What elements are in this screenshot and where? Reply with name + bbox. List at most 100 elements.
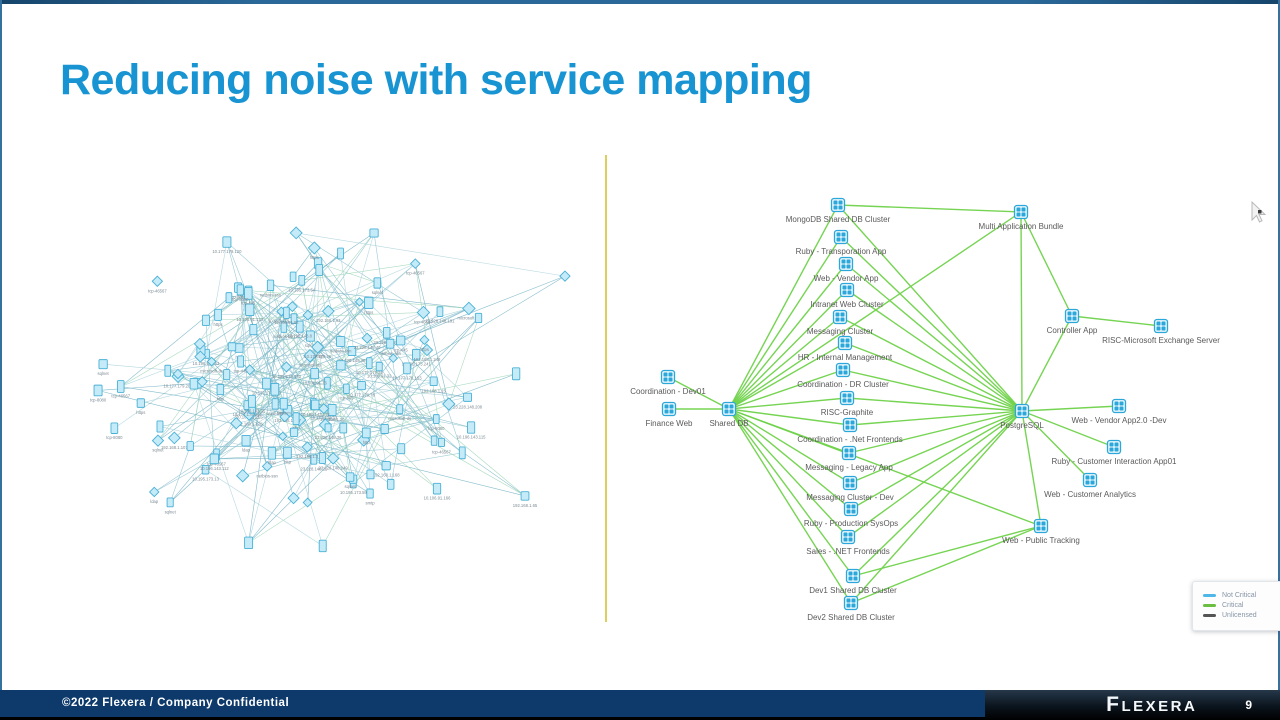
node-label: 192.168.1.15 [421,388,446,393]
network-node [279,411,291,423]
service-node-riscExchange[interactable]: RISC-Microsoft Exchange Server [1102,318,1220,346]
service-node-sharedDB[interactable]: Shared DB [709,401,749,429]
network-node [336,360,346,371]
network-node [420,343,434,357]
service-node-dev1[interactable]: Dev1 Shared DB Cluster [809,568,897,596]
network-edge [373,232,401,410]
service-edge-postgres-coordNet [849,410,1023,426]
service-node-postgres[interactable]: PostgreSQL [1000,403,1044,431]
service-node-webVendor2[interactable]: Web - Vendor App2.0 -Dev [1071,398,1167,426]
network-edge [240,289,342,366]
legend-dash-icon [1203,604,1216,607]
node-label: tcp-8080 [106,435,123,440]
service-node-coordDev01[interactable]: Coordination - Dev01 [630,369,706,397]
cluster-icon [838,256,854,272]
network-node [321,304,335,318]
network-edge [317,262,351,478]
network-node [241,434,251,447]
service-node-label: Web - Public Tracking [1002,536,1080,545]
node-label: https [213,322,222,327]
network-node [366,357,373,370]
service-node-msgCluster[interactable]: Messaging Cluster [807,309,874,337]
network-node [409,258,421,270]
service-node-riscGraphite[interactable]: RISC-Graphite [821,390,874,418]
node-label: 23.228.148.40 [354,345,381,350]
service-node-label: Controller App [1047,326,1098,335]
cluster-icon [660,369,676,385]
network-edge [307,232,375,316]
service-node-rubyTrans[interactable]: Ruby - Transporation App [796,229,887,257]
network-node [280,321,288,333]
service-edge-postgres-webVendor [845,263,1023,412]
service-node-coordNet[interactable]: Coordination - .Net Frontends [797,417,903,445]
node-label: smtp [365,501,375,506]
service-edge-sharedDB-dev2 [728,408,852,604]
slide-border-top [0,0,1280,4]
flexera-logo: Flexera [1106,693,1198,716]
network-node [357,381,366,391]
node-label: https [310,255,319,260]
service-node-multiApp[interactable]: Multi Application Bundle [979,204,1064,232]
node-label: 10.196.143.53 [192,361,219,366]
network-node [194,350,207,363]
network-edge [249,414,437,420]
network-node [302,309,314,321]
node-label: http [217,397,225,402]
node-label: tcp-445 [339,396,354,401]
service-node-msgClusterDev[interactable]: Messaging Cluster - Dev [806,475,894,503]
service-node-label: Dev2 Shared DB Cluster [807,613,895,622]
service-node-msgLegacy[interactable]: Messaging - Legacy App [805,445,893,473]
network-edge [292,247,315,277]
cluster-icon [661,401,677,417]
service-node-dev2[interactable]: Dev2 Shared DB Cluster [807,595,895,623]
service-edge-controllerApp-multiApp [1020,211,1073,317]
service-node-intranet[interactable]: Intranet Web Cluster [810,282,884,310]
network-edge [169,445,191,503]
node-label: 10.195.173.59 [340,490,367,495]
service-node-mongodb[interactable]: MongoDB Shared DB Cluster [786,197,891,225]
network-edge [240,289,251,370]
service-node-hr[interactable]: HR - Internal Management [798,335,893,363]
service-node-rubyProd[interactable]: Ruby - Production SysOps [804,501,898,529]
service-node-salesNet[interactable]: Sales - .NET Frontends [806,529,890,557]
network-edge [231,312,287,348]
network-node [310,399,320,411]
network-edge [167,370,472,428]
network-node [433,414,440,424]
service-node-webVendor[interactable]: Web - Vendor App [814,256,879,284]
network-node [261,460,273,472]
node-label: tcp-46567 [406,271,425,276]
network-edge [205,293,249,321]
service-node-label: Web - Vendor App2.0 -Dev [1071,416,1166,425]
network-node [223,369,231,381]
network-edge [205,320,215,459]
cluster-icon [832,309,848,325]
network-node [364,296,374,309]
service-edge-postgres-webPublic [1021,410,1042,527]
node-label: www-http [266,411,284,416]
network-node [156,420,164,433]
service-node-controllerApp[interactable]: Controller App [1047,308,1098,336]
network-node [270,382,280,396]
service-node-financeWeb[interactable]: Finance Web [646,401,694,429]
service-node-webCustAnalytics[interactable]: Web - Customer Analytics [1044,472,1136,500]
service-node-rubyCust[interactable]: Ruby - Customer Interaction App01 [1052,439,1178,467]
service-edge-postgres-multiApp [1020,211,1023,412]
service-edge-postgres-webVendor2 [1021,405,1120,412]
cluster-icon [1033,518,1049,534]
service-node-webPublic[interactable]: Web - Public Tracking [1002,518,1080,546]
network-node [283,306,290,320]
network-node [369,228,379,238]
node-label: 23.228.148.249 [319,465,349,470]
node-label: tcp-445 [394,347,409,352]
node-label: 192.168.1.20 [320,417,345,422]
network-node [430,435,438,446]
network-edge [248,293,354,484]
node-label: sqlnet [165,509,177,514]
network-node [315,264,324,277]
network-node [237,355,245,368]
cluster-icon [833,229,849,245]
cluster-icon [843,501,859,517]
network-node [227,342,237,352]
service-node-coordDR[interactable]: Coordination - DR Cluster [797,362,889,390]
